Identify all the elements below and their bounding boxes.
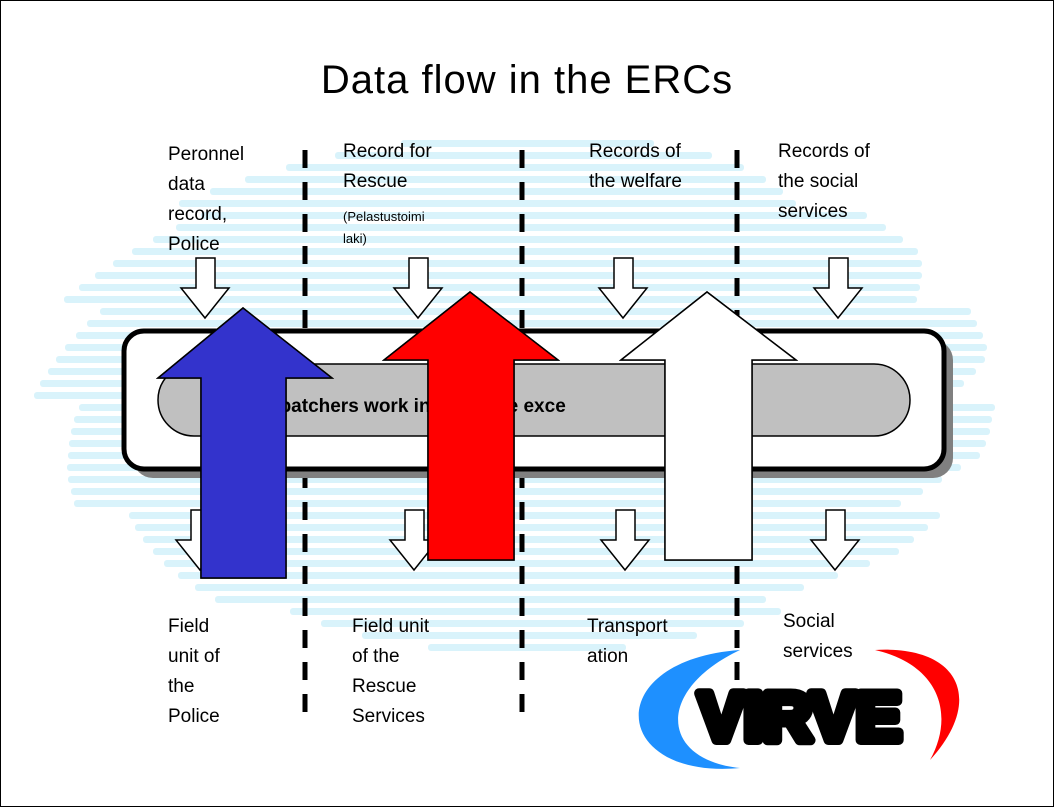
logo-text-outline: VIRVE [699, 679, 902, 755]
destination-label-transport: Transport ation [587, 616, 668, 667]
background-stripe [176, 224, 886, 231]
background-stripe [286, 164, 744, 171]
background-stripe [87, 320, 977, 327]
source-label-rescue: Record for Rescue [343, 141, 432, 192]
background-stripe [100, 308, 971, 315]
logo-text: VIRVE [699, 679, 902, 755]
background-stripe [201, 212, 867, 219]
background-stripe [132, 248, 918, 255]
background-stripe [321, 620, 744, 627]
source-note-rescue: (Pelastustoimi laki) [343, 209, 425, 246]
source-label-welfare: Records of the welfare [589, 141, 682, 192]
transport-arrow [618, 291, 799, 561]
background-stripe [164, 560, 870, 567]
source-label-social: Records of the social services [778, 141, 870, 222]
background-stripe [290, 608, 781, 615]
background-stripe [178, 572, 838, 579]
destination-label-rescue: Field unit of the Rescue Services [352, 616, 430, 727]
down-arrow-icon [392, 257, 444, 320]
logo-swoosh-left [638, 650, 740, 769]
background-stripe [428, 644, 626, 651]
background-stripe [215, 596, 766, 603]
logo-swoosh-right [875, 649, 960, 760]
down-arrow-icon [179, 257, 231, 320]
slide-title: Data flow in the ERCs [320, 58, 734, 102]
background-stripe [153, 236, 903, 243]
source-label-police: Peronnel data record, Police [168, 144, 245, 255]
background-stripe [113, 260, 922, 267]
down-arrow-icon [809, 509, 861, 572]
destination-label-police: Field unit of the Police [168, 616, 220, 727]
down-arrow-icon [812, 257, 864, 320]
background-stripe [245, 176, 766, 183]
police-arrow [155, 307, 335, 579]
background-stripe [362, 632, 697, 639]
background-stripe [401, 140, 654, 147]
destination-label-social: Social services [783, 611, 853, 662]
background-stripe [210, 188, 783, 195]
down-arrow-icon [388, 509, 440, 572]
background-stripe [95, 272, 922, 279]
down-arrow-icon [597, 257, 649, 320]
background-stripe [79, 284, 920, 291]
background-stripe [179, 200, 796, 207]
down-arrow-icon [599, 509, 651, 572]
background-stripe [195, 584, 804, 591]
rescue-arrow [381, 291, 561, 561]
